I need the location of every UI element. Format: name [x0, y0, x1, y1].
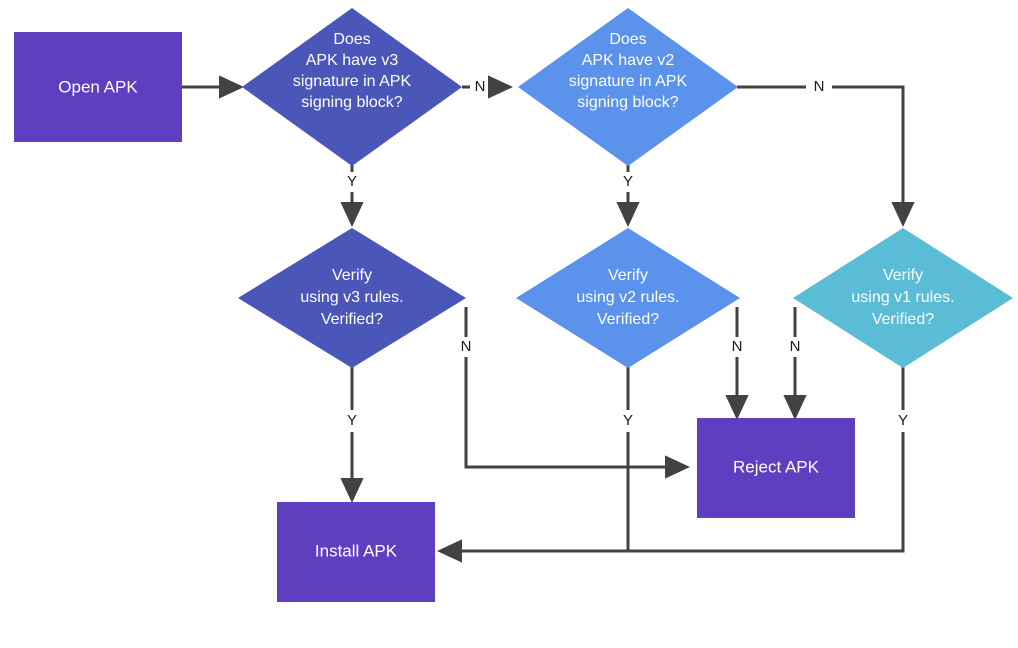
- node-install-apk[interactable]: Install APK: [277, 502, 435, 602]
- install-apk-box[interactable]: [277, 502, 435, 602]
- edge-verifyv3-no-to-reject-b: [464, 357, 690, 479]
- edge-label-verifyv1-yes: Y: [898, 412, 908, 429]
- reject-apk-box[interactable]: [697, 418, 855, 518]
- edge-label-verifyv3-yes: Y: [347, 412, 357, 429]
- edge-label-verifyv2-yes: Y: [623, 412, 633, 429]
- edge-label-hasv2-no: N: [814, 78, 825, 95]
- edge-label-verifyv2-no: N: [732, 338, 743, 355]
- open-apk-box[interactable]: [14, 32, 182, 142]
- node-has-v3-signature[interactable]: Does APK have v3 signature in APK signin…: [242, 8, 462, 166]
- verify-v3-diamond[interactable]: [238, 228, 466, 368]
- node-has-v2-signature[interactable]: Does APK have v2 signature in APK signin…: [518, 8, 738, 166]
- edge-label-hasv3-yes: Y: [347, 173, 357, 190]
- verify-v1-diamond[interactable]: [793, 228, 1013, 368]
- verify-v2-diamond[interactable]: [516, 228, 740, 368]
- edge-verifyv2-yes-to-install-b: [437, 432, 630, 563]
- has-v3-diamond[interactable]: [242, 8, 462, 166]
- node-open-apk[interactable]: Open APK: [14, 32, 182, 142]
- node-verify-v1[interactable]: Verify using v1 rules. Verified?: [793, 228, 1013, 368]
- node-verify-v3[interactable]: Verify using v3 rules. Verified?: [238, 228, 466, 368]
- has-v2-diamond[interactable]: [518, 8, 738, 166]
- edge-verifyv1-yes-to-install-b: [440, 432, 905, 553]
- edge-hasv2-no-to-verifyv1-b: [832, 85, 915, 227]
- edges-layer: [182, 75, 915, 563]
- edge-labels-layer: N Y N Y N Y N Y N Y: [347, 78, 908, 429]
- edge-label-hasv3-no: N: [475, 78, 486, 95]
- node-reject-apk[interactable]: Reject APK: [697, 418, 855, 518]
- edge-label-hasv2-yes: Y: [623, 173, 633, 190]
- edge-label-verifyv1-no: N: [790, 338, 801, 355]
- node-verify-v2[interactable]: Verify using v2 rules. Verified?: [516, 228, 740, 368]
- edge-label-verifyv3-no: N: [461, 338, 472, 355]
